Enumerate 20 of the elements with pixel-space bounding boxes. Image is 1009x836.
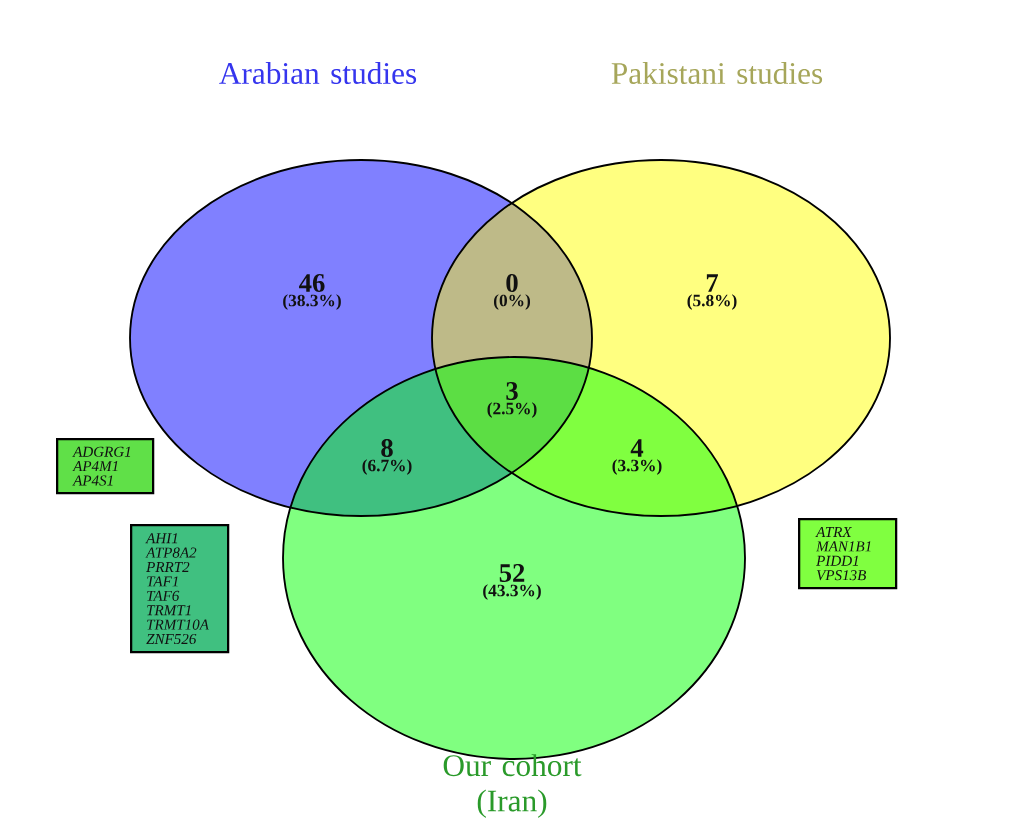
gene-list-box: ADGRG1 AP4M1 AP4S1 — [56, 438, 155, 495]
region-percentage: (2.5%) — [487, 402, 537, 418]
region-percentage: (0%) — [494, 294, 531, 310]
region-count: 3 — [506, 382, 518, 400]
region-percentage: (43.3%) — [483, 584, 541, 600]
set-title: Arabian studies — [219, 62, 417, 85]
region-percentage: (5.8%) — [687, 294, 737, 310]
region-percentage: (3.3%) — [612, 459, 662, 475]
region-count: 4 — [630, 439, 644, 457]
region-count: 46 — [299, 274, 325, 292]
region-percentage: (6.7%) — [362, 459, 412, 475]
gene-list-box: AHI1 ATP8A2 PRRT2 TAF1 TAF6 TRMT1 TRMT10A ZNF526 — [130, 524, 230, 654]
region-count: 0 — [506, 274, 518, 292]
region-count: 8 — [381, 439, 393, 457]
region-count: 7 — [706, 274, 718, 292]
set-title: Pakistani studies — [611, 62, 823, 85]
region-percentage: (38.3%) — [283, 294, 341, 310]
region-count: 52 — [499, 564, 525, 582]
set-title: Our cohort (Iran) — [443, 754, 582, 818]
gene-list-box: ATRX MAN1B1 PIDD1 VPS13B — [798, 518, 898, 590]
